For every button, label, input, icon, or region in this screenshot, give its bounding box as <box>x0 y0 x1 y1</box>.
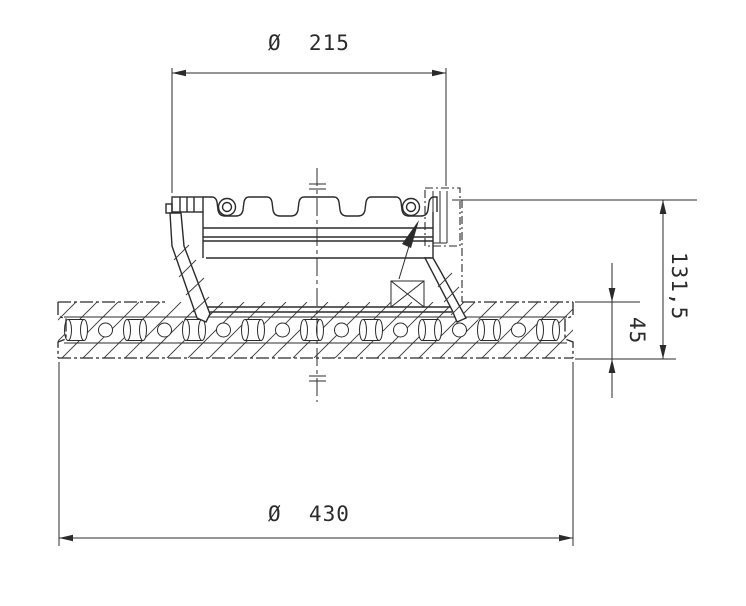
bolt-hole-detail-right <box>401 197 421 217</box>
hat-left-wall-hatch <box>173 244 210 313</box>
top-diameter-label: Ø 215 <box>268 31 350 55</box>
hat-scalloped-edge <box>203 196 438 217</box>
dimension-outer-diameter <box>58 362 574 546</box>
hat-right-wall-hatch <box>437 272 465 316</box>
hat-section <box>165 196 467 323</box>
disc-thickness-label: 45 <box>625 317 649 345</box>
center-line <box>309 168 326 402</box>
vent-channel-band <box>64 316 567 344</box>
wheel-stud-phantom <box>424 187 463 302</box>
dimension-top-diameter <box>171 68 447 193</box>
dimension-disc-thickness <box>575 263 640 398</box>
vent-holes <box>64 319 560 341</box>
bolt-hole-detail-left <box>217 197 237 217</box>
friction-ring-outline <box>57 301 574 359</box>
hat-left-lip <box>165 203 173 214</box>
overall-height-label: 131,5 <box>667 252 691 321</box>
outer-diameter-label: Ø 430 <box>268 502 350 526</box>
x-marker-box <box>390 280 425 308</box>
hat-left-wall <box>169 212 211 323</box>
hat-right-wall <box>423 257 467 323</box>
leader-arrow <box>398 220 419 280</box>
dimension-overall-height <box>452 199 697 360</box>
